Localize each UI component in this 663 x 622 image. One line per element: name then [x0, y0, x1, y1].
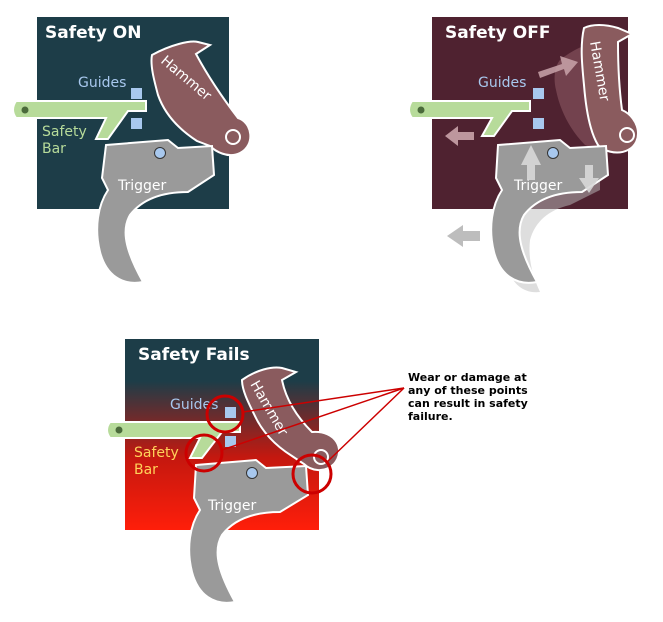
- trigger-label: Trigger: [513, 178, 563, 194]
- trigger-pivot: [547, 147, 559, 159]
- note-line-2: any of these points: [408, 384, 528, 397]
- safety-bar-pin: [21, 106, 29, 114]
- hammer-pivot: [619, 127, 635, 143]
- hammer: [240, 366, 340, 471]
- safety-bar-pin: [417, 106, 425, 114]
- panel-title: Safety OFF: [445, 23, 550, 43]
- failure-point-hammer: [291, 453, 333, 495]
- safety-bar: [408, 100, 531, 137]
- pointer-lines: [221, 387, 405, 463]
- note-line-4: failure.: [408, 410, 453, 423]
- panel-safety-on: Safety ON Hammer Guides Safety Bar Trigg…: [12, 17, 252, 284]
- hammer: [580, 24, 639, 154]
- guide-lower: [131, 118, 142, 129]
- hammer-motion-arrow: [538, 56, 578, 78]
- panel-title: Safety ON: [45, 23, 141, 43]
- trigger: [188, 458, 310, 604]
- failure-point-guide: [205, 394, 245, 434]
- note-line-1: Wear or damage at: [408, 371, 527, 384]
- trigger-label: Trigger: [207, 498, 257, 514]
- safety-bar-label-line1: Safety: [134, 445, 179, 461]
- hammer: [150, 40, 252, 157]
- hammer-pivot: [313, 449, 329, 465]
- safety-bar-pin: [115, 426, 123, 434]
- trigger: [96, 138, 216, 284]
- guide-upper: [533, 88, 544, 99]
- safety-bar-motion-arrow: [445, 126, 474, 146]
- trigger-up-arrow: [521, 145, 541, 180]
- guide-lower: [533, 118, 544, 129]
- note-line-3: can result in safety: [408, 397, 528, 410]
- hammer-pivot: [225, 129, 241, 145]
- failure-point-safety-bar: [184, 433, 224, 473]
- panel-safety-fails: Safety Fails Hammer Guides Safety Bar Tr…: [106, 339, 405, 604]
- trigger-down-arrow: [579, 165, 599, 193]
- guides-label: Guides: [78, 75, 126, 91]
- panel-title: Safety Fails: [138, 345, 250, 365]
- safety-bar-label-line2: Bar: [42, 141, 66, 157]
- failure-note: Wear or damage at any of these points ca…: [408, 371, 528, 423]
- guides-label: Guides: [478, 75, 526, 91]
- safety-bar-label-line1: Safety: [42, 124, 87, 140]
- panel-safety-off: Safety OFF Hammer Guides Trigger: [408, 17, 639, 293]
- safety-bar: [12, 100, 147, 140]
- trigger: [490, 138, 610, 284]
- trigger-pivot: [154, 147, 166, 159]
- safety-bar-label-line2: Bar: [134, 462, 158, 478]
- guide-upper: [225, 407, 236, 418]
- trigger-pivot: [246, 467, 258, 479]
- guide-lower: [225, 436, 236, 447]
- trigger-label: Trigger: [117, 178, 167, 194]
- trigger-pull-arrow: [447, 225, 480, 247]
- guide-upper: [131, 88, 142, 99]
